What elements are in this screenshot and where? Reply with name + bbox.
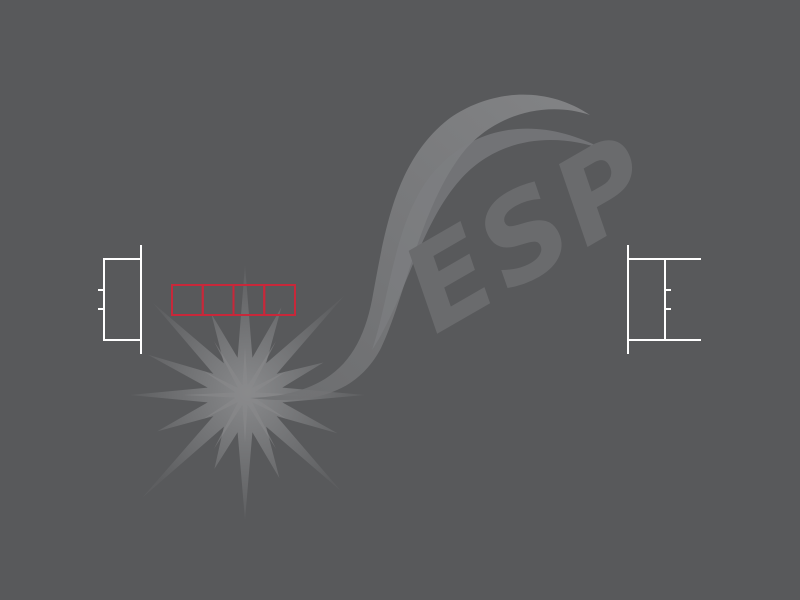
timeout-box bbox=[171, 284, 204, 316]
timeout-indicator bbox=[171, 284, 296, 316]
right-goal bbox=[627, 245, 701, 354]
timeout-box bbox=[232, 284, 266, 316]
left-goal-net bbox=[103, 258, 141, 341]
timeout-box bbox=[263, 284, 296, 316]
swoosh-icon bbox=[250, 94, 605, 401]
starburst-icon bbox=[130, 265, 365, 520]
left-goal bbox=[98, 245, 142, 354]
timeout-box bbox=[201, 284, 235, 316]
